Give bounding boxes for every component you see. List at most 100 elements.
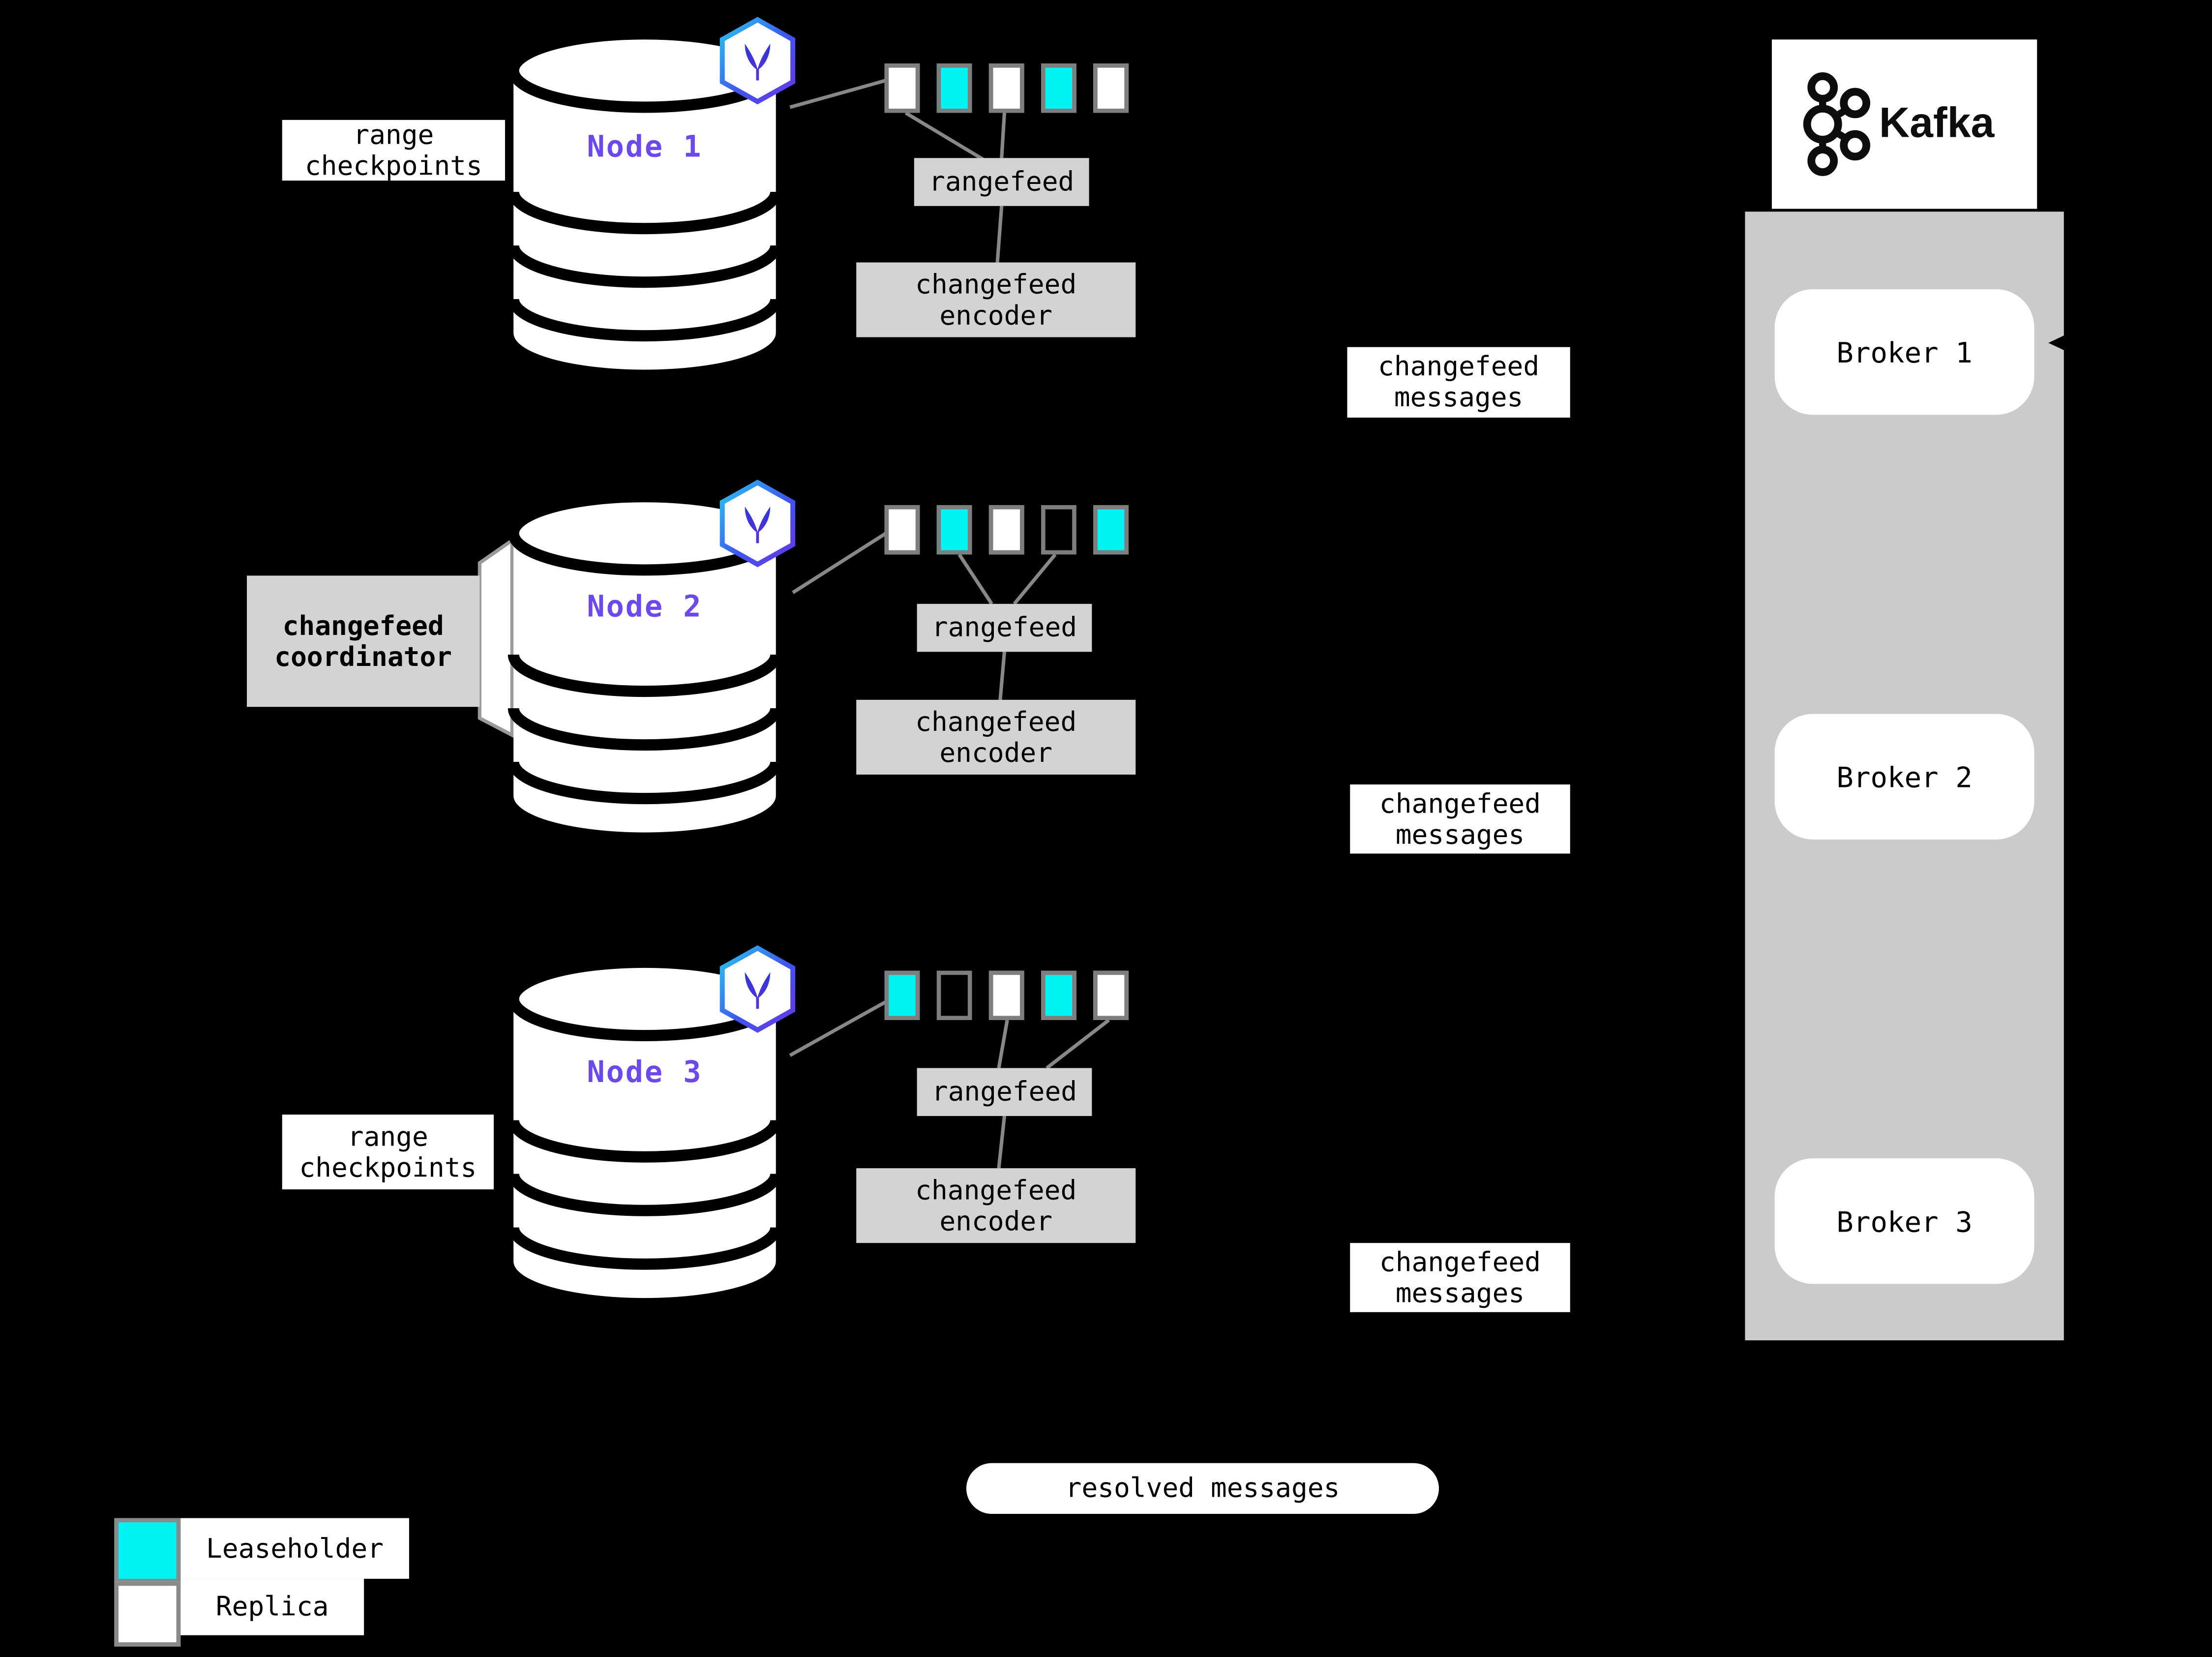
cylinder-band [508, 191, 782, 235]
hexagon-border [719, 17, 796, 105]
cylinder-node-3 [508, 956, 782, 1298]
rangefeed-box-node-1: rangefeed [914, 158, 1089, 206]
node-2-label: Node 2 [587, 590, 703, 624]
messages-line-1: changefeed [1378, 351, 1540, 383]
messages-line-1: changefeed [1379, 788, 1541, 819]
cockroach-glyph [745, 972, 771, 1009]
cylinder-node-1 [508, 28, 782, 370]
resolved-messages-label: resolved messages [966, 1463, 1439, 1514]
coordinator-line-1: changefeed [282, 610, 444, 641]
broker-1-box: Broker 1 [1774, 289, 2034, 415]
hexagon-border [719, 480, 796, 568]
label-line-1: range [347, 1121, 428, 1152]
cockroachdb-hexagon-icon [719, 17, 796, 105]
cylinder-body [513, 70, 776, 370]
range-checkpoints-label-bottom: range checkpoints [282, 1115, 494, 1190]
connector-line [789, 79, 887, 109]
kafka-logo-icon [1803, 72, 1871, 176]
node-1-label: Node 1 [587, 129, 703, 164]
encoder-line-2: encoder [939, 737, 1053, 768]
cylinder-node-2 [508, 491, 782, 833]
cylinder-band [508, 1173, 782, 1216]
messages-line-2: messages [1394, 382, 1524, 414]
arrowhead-into-broker-1 [2048, 331, 2072, 355]
changefeed-encoder-box-node-1: changefeed encoder [856, 262, 1136, 337]
cylinder-band [508, 708, 782, 751]
range-checkpoints-label-top: range checkpoints [282, 120, 505, 181]
connector-line [792, 532, 887, 594]
rangefeed-box-node-2: rangefeed [917, 603, 1092, 652]
cylinder-band [508, 299, 782, 342]
range-square [988, 970, 1024, 1020]
legend-leaseholder-label: Leaseholder [180, 1518, 409, 1579]
range-square [1093, 505, 1129, 555]
label-line-1: range [353, 120, 434, 151]
legend-leaseholder-swatch [114, 1518, 181, 1583]
changefeed-coordinator-callout: changefeed coordinator [247, 575, 480, 707]
cylinder-band [508, 245, 782, 288]
cockroach-glyph [745, 43, 771, 81]
range-square [936, 63, 972, 113]
range-square [884, 63, 920, 113]
cylinder-body [513, 533, 776, 833]
cylinder-body [513, 998, 776, 1298]
changefeed-messages-label-middle: changefeed messages [1350, 784, 1570, 854]
kafka-logo-card: Kafka [1771, 39, 2037, 209]
connector-line [957, 553, 993, 605]
rangefeed-box-node-3: rangefeed [917, 1068, 1092, 1116]
node-3-label: Node 3 [587, 1055, 703, 1089]
label-line-2: checkpoints [304, 150, 482, 181]
range-square [1041, 505, 1076, 555]
cylinder-band [508, 761, 782, 805]
broker-3-box: Broker 3 [1774, 1158, 2034, 1284]
cockroachdb-hexagon-icon [719, 945, 796, 1033]
connector-line [997, 1115, 1007, 1169]
range-square [1093, 63, 1129, 113]
encoder-line-1: changefeed [915, 269, 1077, 300]
connector-line [1046, 1019, 1110, 1070]
legend-replica-label: Replica [180, 1578, 364, 1635]
connector-line [995, 206, 1004, 263]
encoder-line-1: changefeed [915, 1175, 1077, 1206]
label-line-2: checkpoints [299, 1152, 477, 1183]
encoder-line-1: changefeed [915, 706, 1077, 737]
cylinder-band [508, 1119, 782, 1163]
cockroachdb-hexagon-icon [719, 480, 796, 568]
range-square [884, 505, 920, 555]
messages-line-2: messages [1395, 819, 1525, 850]
connector-line [1000, 113, 1007, 158]
coordinator-callout-flap [478, 537, 514, 738]
connector-line [998, 651, 1007, 700]
range-square [988, 505, 1024, 555]
connector-lines-node-1 [789, 79, 1007, 263]
connector-line [997, 1020, 1009, 1069]
legend-replica-swatch [114, 1581, 181, 1647]
changefeed-messages-label-top: changefeed messages [1347, 347, 1570, 418]
cylinder-band [508, 654, 782, 697]
range-square [1041, 63, 1076, 113]
messages-line-1: changefeed [1379, 1246, 1541, 1278]
range-square [936, 970, 972, 1020]
range-square [1093, 970, 1129, 1020]
kafka-brand-label: Kafka [1879, 100, 1995, 147]
connector-line [1013, 553, 1057, 605]
range-square [988, 63, 1024, 113]
encoder-line-2: encoder [939, 1205, 1053, 1237]
range-square [884, 970, 920, 1020]
connector-lines-node-2 [792, 532, 1057, 700]
kafka-logo-circles [1803, 72, 1871, 176]
cockroach-glyph [745, 506, 771, 543]
broker-2-box: Broker 2 [1774, 714, 2034, 840]
connector-line [904, 111, 985, 161]
coordinator-line-2: coordinator [274, 641, 452, 672]
connector-line [789, 1000, 887, 1057]
range-square [1041, 970, 1076, 1020]
changefeed-encoder-box-node-2: changefeed encoder [856, 699, 1136, 775]
encoder-line-2: encoder [939, 300, 1053, 331]
range-square [936, 505, 972, 555]
connector-lines-node-3 [789, 1000, 1110, 1169]
changefeed-messages-label-bottom: changefeed messages [1350, 1243, 1570, 1312]
messages-line-2: messages [1395, 1277, 1525, 1309]
